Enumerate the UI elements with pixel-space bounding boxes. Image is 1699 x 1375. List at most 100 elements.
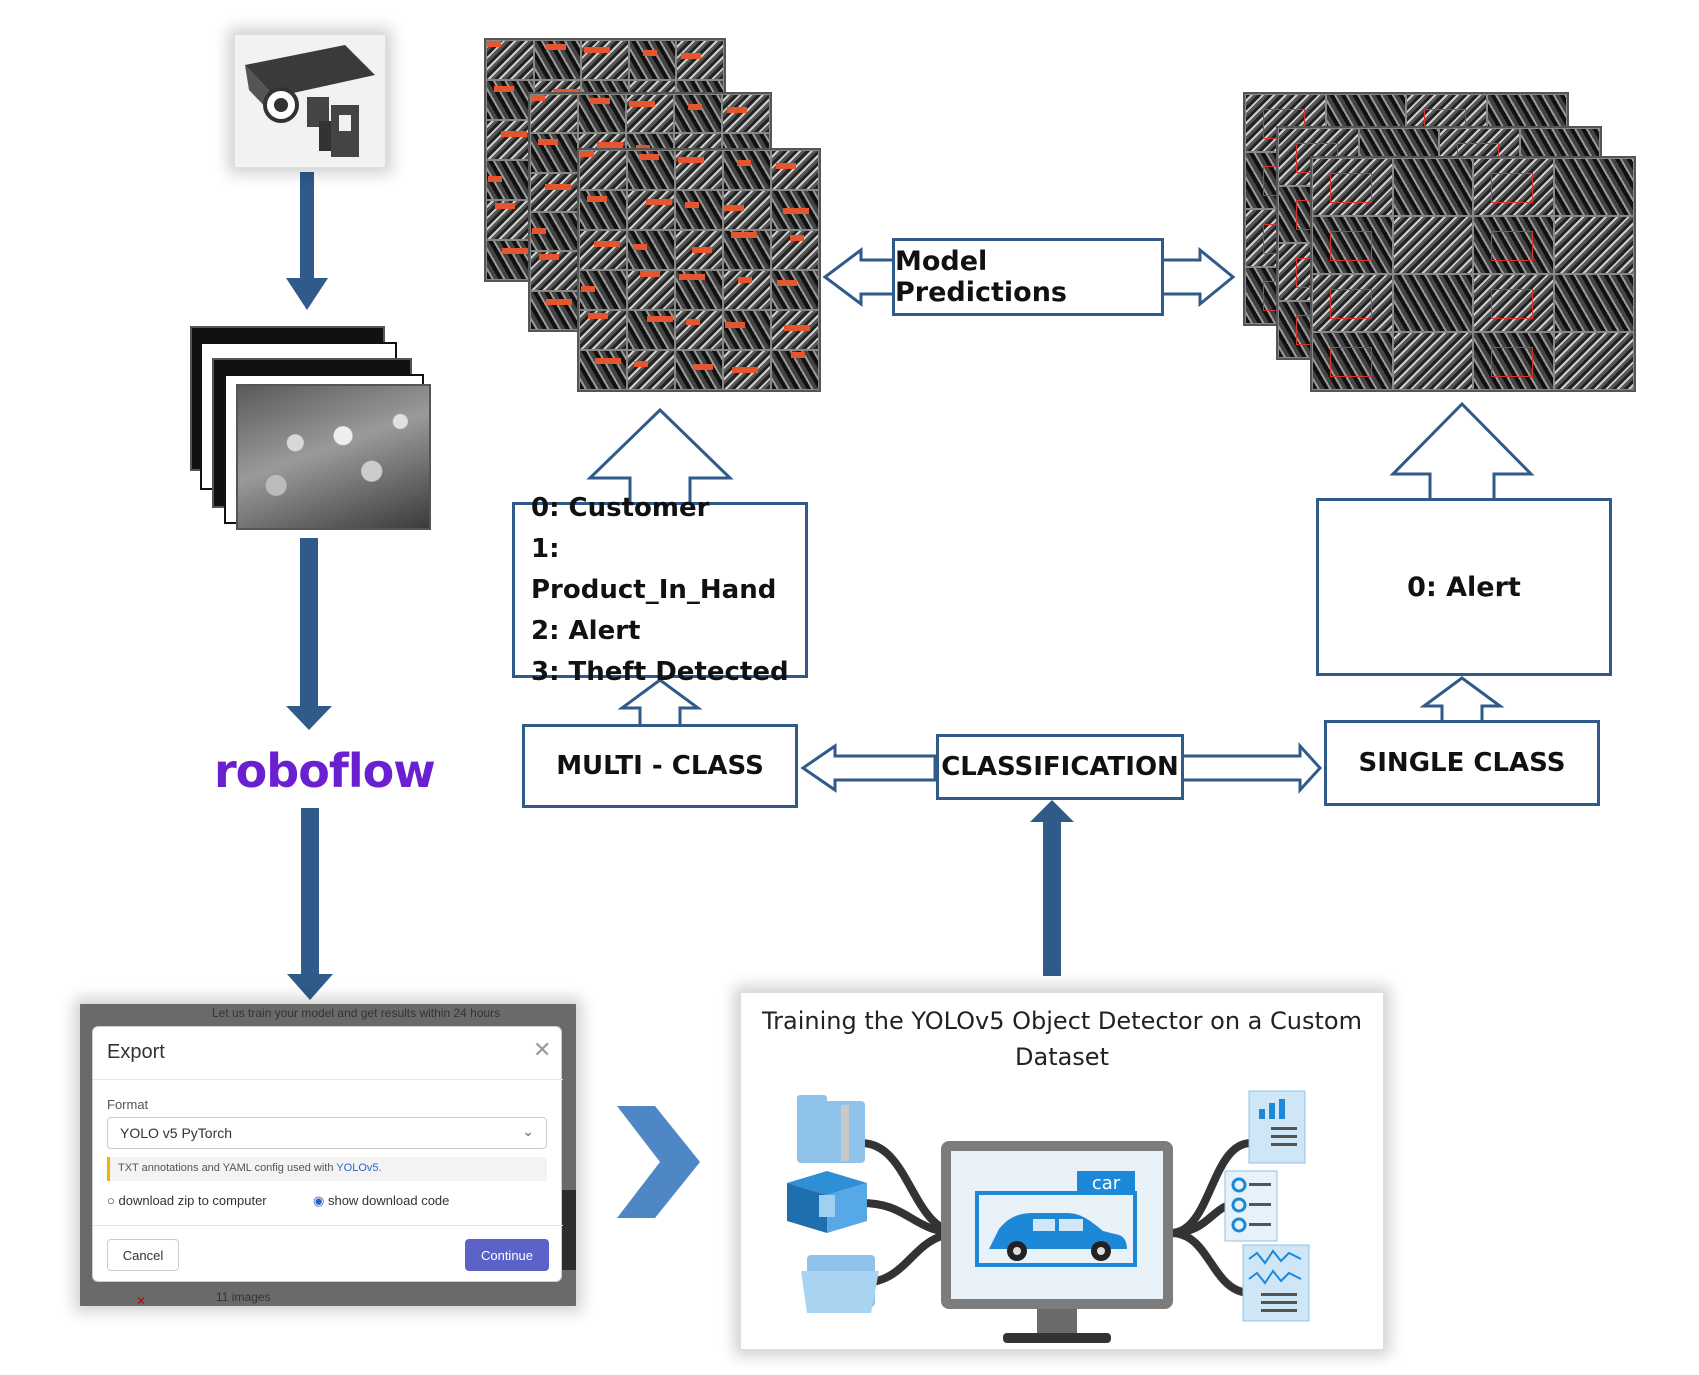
detection-label-tag bbox=[584, 47, 611, 53]
detection-label-tag bbox=[495, 203, 515, 209]
arrow-classes-to-single-predictions bbox=[1389, 401, 1535, 502]
format-select[interactable]: YOLO v5 PyTorch ⌄ bbox=[107, 1117, 547, 1149]
detection-label-tag bbox=[488, 176, 502, 182]
prediction-tile bbox=[675, 150, 723, 190]
detection-label-tag bbox=[731, 232, 757, 238]
prediction-tile bbox=[771, 230, 819, 270]
prediction-tile bbox=[771, 270, 819, 310]
prediction-tile bbox=[675, 190, 723, 230]
prediction-tile bbox=[627, 270, 675, 310]
option-download-zip[interactable]: ○ download zip to computer bbox=[107, 1193, 267, 1208]
detection-label-tag bbox=[502, 248, 528, 254]
detection-label-tag bbox=[727, 107, 747, 113]
singleclass-box: SINGLE CLASS bbox=[1324, 720, 1600, 806]
wave-document-icon bbox=[1242, 1244, 1310, 1322]
classification-box: CLASSIFICATION bbox=[936, 734, 1184, 800]
arrow-predictions-left bbox=[822, 247, 897, 307]
prediction-tile bbox=[722, 94, 770, 134]
detection-label-tag bbox=[791, 352, 805, 358]
detection-label-tag bbox=[776, 163, 796, 169]
multiclass-box: MULTI - CLASS bbox=[522, 724, 798, 808]
prediction-tile bbox=[579, 350, 627, 390]
singleclass-classes-box: 0: Alert bbox=[1316, 498, 1612, 676]
format-label: Format bbox=[107, 1097, 149, 1112]
prediction-tile bbox=[771, 190, 819, 230]
prediction-tile bbox=[530, 133, 578, 173]
detection-label-tag bbox=[681, 53, 702, 59]
detection-label-tag bbox=[693, 364, 713, 370]
arrow-classification-left bbox=[800, 743, 937, 793]
prediction-tile bbox=[1553, 332, 1634, 390]
prediction-tile bbox=[581, 40, 629, 80]
detection-label-tag bbox=[590, 98, 610, 104]
detection-label-tag bbox=[532, 228, 546, 234]
detection-label-tag bbox=[545, 183, 571, 190]
detection-box bbox=[1330, 289, 1372, 319]
close-icon[interactable]: ✕ bbox=[533, 1037, 552, 1062]
continue-button[interactable]: Continue bbox=[465, 1239, 549, 1271]
arrow-classification-right bbox=[1180, 742, 1323, 794]
prediction-tile bbox=[628, 40, 677, 80]
detection-label-tag bbox=[737, 160, 751, 166]
prediction-tile bbox=[723, 230, 771, 270]
prediction-tile bbox=[530, 290, 578, 330]
detection-label-tag bbox=[597, 142, 623, 149]
detection-box bbox=[1491, 231, 1533, 261]
detection-label-tag bbox=[538, 139, 558, 146]
car-icon bbox=[989, 1213, 1127, 1261]
prediction-tile bbox=[1312, 274, 1393, 332]
list-document-icon bbox=[1224, 1170, 1278, 1242]
detection-label-tag bbox=[580, 151, 594, 157]
model-predictions-box: Model Predictions bbox=[892, 238, 1164, 316]
prediction-tile bbox=[579, 190, 627, 230]
detection-label-tag bbox=[642, 50, 657, 56]
prediction-tile bbox=[771, 310, 819, 350]
detection-box bbox=[1491, 173, 1533, 203]
export-title: Export bbox=[107, 1041, 165, 1063]
prediction-tile bbox=[1553, 158, 1634, 216]
car-label: car bbox=[1092, 1173, 1121, 1194]
prediction-tile bbox=[1392, 158, 1473, 216]
arrow-classes-to-multiclass-predictions bbox=[586, 407, 734, 506]
arrow-singleclass-to-classes bbox=[1419, 676, 1505, 724]
prediction-tile bbox=[1312, 332, 1393, 390]
detection-label-tag bbox=[738, 277, 752, 283]
detection-label-tag bbox=[539, 254, 559, 261]
detection-label-tag bbox=[732, 367, 758, 373]
radio-checked-icon: ◉ bbox=[313, 1193, 325, 1208]
prediction-tile bbox=[1473, 274, 1554, 332]
prediction-tile bbox=[723, 310, 771, 350]
prediction-tile bbox=[486, 80, 534, 120]
detection-label-tag bbox=[588, 313, 608, 319]
prediction-tile bbox=[723, 350, 771, 390]
chevron-down-icon: ⌄ bbox=[522, 1123, 534, 1139]
detection-box bbox=[1330, 347, 1372, 377]
prediction-tile bbox=[627, 350, 675, 390]
detection-label-tag bbox=[688, 104, 702, 110]
prediction-tile bbox=[486, 240, 534, 280]
option-show-code[interactable]: ◉ show download code bbox=[313, 1193, 450, 1208]
prediction-tile bbox=[771, 150, 819, 190]
prediction-tile bbox=[486, 120, 534, 160]
prediction-tile bbox=[486, 160, 534, 200]
detection-label-tag bbox=[640, 271, 660, 277]
arrow-frames-to-roboflow bbox=[286, 538, 332, 730]
detection-label-tag bbox=[494, 86, 514, 92]
arrow-predictions-right bbox=[1158, 246, 1236, 308]
training-illustration: car bbox=[787, 1090, 1310, 1343]
prediction-tile bbox=[723, 270, 771, 310]
roboflow-logo: roboflow bbox=[214, 744, 436, 798]
detection-label-tag bbox=[545, 44, 566, 50]
folder-icon bbox=[801, 1255, 879, 1313]
class-item: 0: Customer bbox=[531, 492, 710, 523]
car-detection-box bbox=[975, 1171, 1137, 1267]
cancel-button[interactable]: Cancel bbox=[107, 1239, 179, 1271]
detection-label-tag bbox=[678, 157, 704, 163]
yolov5-link[interactable]: YOLOv5. bbox=[336, 1162, 382, 1174]
detection-box bbox=[1491, 289, 1533, 319]
detection-label-tag bbox=[784, 325, 810, 331]
prediction-tile bbox=[579, 270, 627, 310]
prediction-tile bbox=[530, 251, 578, 291]
prediction-tile bbox=[1312, 216, 1393, 274]
detection-label-tag bbox=[639, 154, 659, 160]
